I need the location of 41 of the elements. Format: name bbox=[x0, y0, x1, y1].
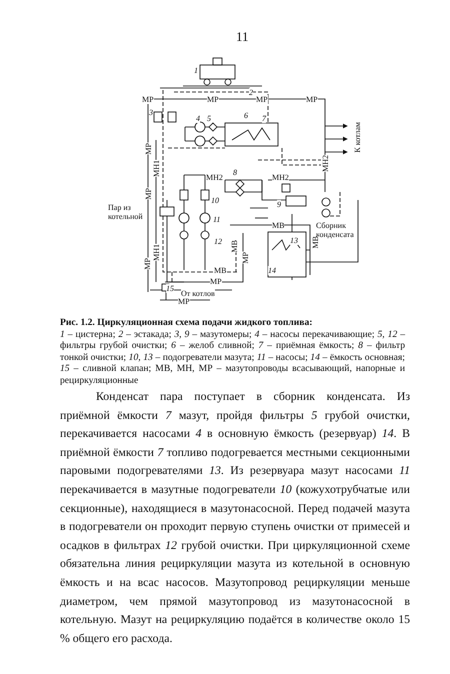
callout-number: 2 bbox=[249, 88, 253, 97]
pipe-label: МВ bbox=[311, 236, 320, 248]
callout-number: 6 bbox=[244, 111, 248, 120]
callout-number: 13 bbox=[290, 236, 298, 245]
pipe-label: МВ bbox=[272, 221, 284, 230]
pipe-label: МР bbox=[178, 297, 190, 306]
pipe-label: МР bbox=[256, 95, 268, 104]
pipe-label: МВ bbox=[214, 266, 226, 275]
page-number: 11 bbox=[236, 30, 249, 44]
caption-key-text: 1 – цистерна; 2 – эстакада; 3, 9 – мазутомеры; 4 – насосы перекачивающие; 5, 12 – фильтры грубой очистки; 6 – желоб сливной; 7 – приёмная ёмкость; 8 – фильтр тонкой очистки; 10, 13 – подогреватели мазута; 11 – насосы; 14 – ёмкость основная; 15 – сливной клапан; МВ, МН, МР – мазутопроводы всасывающий, напорные и рециркуляционные bbox=[60, 328, 405, 386]
pipe-label: МР bbox=[144, 188, 153, 200]
pipe-label: От котлов bbox=[181, 289, 215, 298]
callout-number: 12 bbox=[214, 237, 222, 246]
pipe-label: МР bbox=[144, 143, 153, 155]
callout-number: 3 bbox=[149, 108, 153, 117]
callout-number: 4 bbox=[196, 114, 200, 123]
pipe-label: МН1 bbox=[152, 244, 161, 261]
pipe-label: МР bbox=[143, 258, 152, 270]
place-label: Сборник конденсата bbox=[316, 221, 356, 239]
body-paragraph: Конденсат пара поступает в сборник конденсата. Из приёмной ёмкости 7 мазут, пройдя фильтры 5 грубой очистки, перекачивается насосами 4 в основную ёмкость (резервуар) 14. В приёмной ёмкости 7 топливо подогревается местными секционными паровыми подогревателями 13. Из резервуара мазут насосами 11 перекачивается в мазутные подогреватели 10 (кожухотрубчатые или секционные), находящиеся в мазутонасосной. Перед подачей мазута в подогреватели он проходит первую ступень очистки от примесей и осадков в фильтрах 12 грубой очистки. При циркуляционной схеме обязательна линия рециркуляции мазута из котельной в основную ёмкость и на всас насосов. Мазутопровод рециркуляции меньше диаметром, чем прямой мазутопровод из мазутонасосной в котельную. Мазут на рециркуляцию подаётся в количестве около 15 % общего его расхода. bbox=[60, 388, 410, 647]
pipe-label: МН2 bbox=[206, 173, 223, 182]
pipe-label: МР bbox=[241, 252, 250, 264]
callout-number: 5 bbox=[207, 114, 211, 123]
pipe-label: МН2 bbox=[272, 173, 289, 182]
callout-number: 7 bbox=[262, 114, 266, 123]
callout-number: 1 bbox=[194, 66, 198, 75]
callout-number: 15 bbox=[166, 284, 174, 293]
pipe-label: МН1 bbox=[152, 160, 161, 177]
pipe-label: МВ bbox=[230, 240, 239, 252]
callout-number: 9 bbox=[277, 200, 281, 209]
callout-number: 8 bbox=[233, 168, 237, 177]
pipe-label: МН2 bbox=[321, 155, 330, 172]
place-label: К котлам bbox=[353, 122, 362, 153]
callout-number: 10 bbox=[211, 196, 219, 205]
callout-number: 14 bbox=[268, 266, 276, 275]
pipe-label: МР bbox=[142, 95, 154, 104]
pipe-label: МР bbox=[306, 95, 318, 104]
pipe-label: МР bbox=[207, 95, 219, 104]
figure-caption: Рис. 1.2. Циркуляционная схема подачи жидкого топлива: bbox=[60, 317, 314, 328]
pipe-label: МР bbox=[210, 277, 222, 286]
callout-number: 11 bbox=[213, 215, 220, 224]
